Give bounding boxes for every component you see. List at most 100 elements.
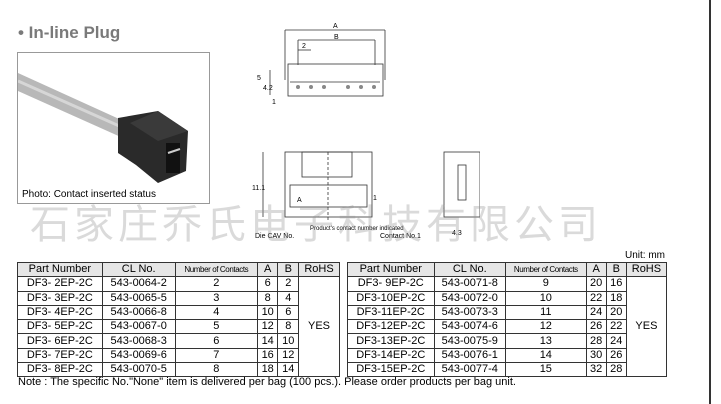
dim-b: B xyxy=(334,34,339,41)
table-cell: 3 xyxy=(174,290,258,306)
column-header: B xyxy=(277,261,300,278)
column-header: Part Number xyxy=(347,261,435,278)
dim-42: 4.2 xyxy=(263,85,273,92)
column-header: Number of Contacts xyxy=(505,261,587,278)
table-cell: 18 xyxy=(605,290,627,306)
table-cell: DF3-11EP-2C xyxy=(347,304,435,321)
table-cell: 2 xyxy=(174,276,258,292)
unit-label: Unit: mm xyxy=(625,250,665,261)
table-cell: DF3- 4EP-2C xyxy=(17,304,103,321)
mark-a: A xyxy=(297,197,302,204)
table-cell: 6 xyxy=(174,333,258,349)
table-cell: 22 xyxy=(605,319,627,335)
dim-43: 4.3 xyxy=(452,230,462,237)
table-cell: 2 xyxy=(277,276,300,292)
table-cell: 543-0074-6 xyxy=(433,319,507,335)
table-cell: 6 xyxy=(256,276,279,292)
table-cell: DF3-10EP-2C xyxy=(347,290,435,306)
note: Note : The specific No."None" item is de… xyxy=(18,376,516,388)
label-die-cav: Die CAV No. xyxy=(255,233,294,240)
section-title: • In-line Plug xyxy=(18,23,121,42)
table-cell: DF3- 7EP-2C xyxy=(17,347,103,364)
table-cell: DF3-14EP-2C xyxy=(347,347,435,364)
label-contact-1: Contact No.1 xyxy=(380,233,421,240)
column-header: CL No. xyxy=(433,261,507,278)
table-cell: 8 xyxy=(174,362,258,378)
table-cell: 14 xyxy=(505,347,587,364)
photo-caption: Photo: Contact inserted status xyxy=(22,189,156,200)
column-header: A xyxy=(256,261,279,278)
table-cell: 20 xyxy=(605,304,627,321)
table-cell: 22 xyxy=(585,290,607,306)
table-cell: 12 xyxy=(505,319,587,335)
table-cell: 5 xyxy=(174,319,258,335)
product-photo: Photo: Contact inserted status xyxy=(17,52,210,204)
table-cell: DF3- 6EP-2C xyxy=(17,333,103,349)
table-cell: DF3- 5EP-2C xyxy=(17,319,103,335)
table-cell: 8 xyxy=(256,290,279,306)
table-cell: 543-0076-1 xyxy=(433,347,507,364)
table-cell: 543-0065-5 xyxy=(101,290,176,306)
table-cell: 12 xyxy=(277,347,300,364)
table-cell: 543-0075-9 xyxy=(433,333,507,349)
table-cell: 543-0070-5 xyxy=(101,362,176,378)
table-cell: 7 xyxy=(174,347,258,364)
table-cell: 14 xyxy=(277,362,300,378)
table-cell: DF3-13EP-2C xyxy=(347,333,435,349)
table-cell: 20 xyxy=(585,276,607,292)
rohs-cell: YES xyxy=(625,276,668,378)
column-header: Part Number xyxy=(17,261,103,278)
column-header: A xyxy=(585,261,607,278)
table-cell: 28 xyxy=(585,333,607,349)
table-cell: 30 xyxy=(585,347,607,364)
table-cell: DF3- 9EP-2C xyxy=(347,276,435,292)
table-cell: 10 xyxy=(505,290,587,306)
table-cell: 543-0072-0 xyxy=(433,290,507,306)
mark-1: 1 xyxy=(373,195,377,202)
table-cell: 543-0069-6 xyxy=(101,347,176,364)
table-cell: 4 xyxy=(174,304,258,321)
dim-1: 1 xyxy=(272,99,276,106)
table-cell: 9 xyxy=(505,276,587,292)
table-cell: 4 xyxy=(277,290,300,306)
column-header: Number of Contacts xyxy=(174,261,258,278)
table-cell: 543-0077-4 xyxy=(433,362,507,378)
table-cell: 14 xyxy=(256,333,279,349)
table-cell: 543-0073-3 xyxy=(433,304,507,321)
table-cell: 15 xyxy=(505,362,587,378)
table-cell: 26 xyxy=(605,347,627,364)
table-cell: DF3- 3EP-2C xyxy=(17,290,103,306)
table-cell: 18 xyxy=(256,362,279,378)
rohs-cell: YES xyxy=(298,276,340,378)
table-cell: 10 xyxy=(256,304,279,321)
table-cell: 11 xyxy=(505,304,587,321)
column-header: RoHS xyxy=(298,261,340,278)
table-cell: 26 xyxy=(585,319,607,335)
column-header: RoHS xyxy=(625,261,668,278)
table-cell: DF3-12EP-2C xyxy=(347,319,435,335)
table-cell: 28 xyxy=(605,362,627,378)
table-cell: 13 xyxy=(505,333,587,349)
table-cell: 543-0068-3 xyxy=(101,333,176,349)
table-cell: 16 xyxy=(605,276,627,292)
dim-111: 11.1 xyxy=(252,185,265,192)
table-cell: 6 xyxy=(277,304,300,321)
table-cell: 543-0066-8 xyxy=(101,304,176,321)
connector-image xyxy=(17,73,188,183)
table-cell: 24 xyxy=(605,333,627,349)
table-cell: 8 xyxy=(277,319,300,335)
column-header: B xyxy=(605,261,627,278)
